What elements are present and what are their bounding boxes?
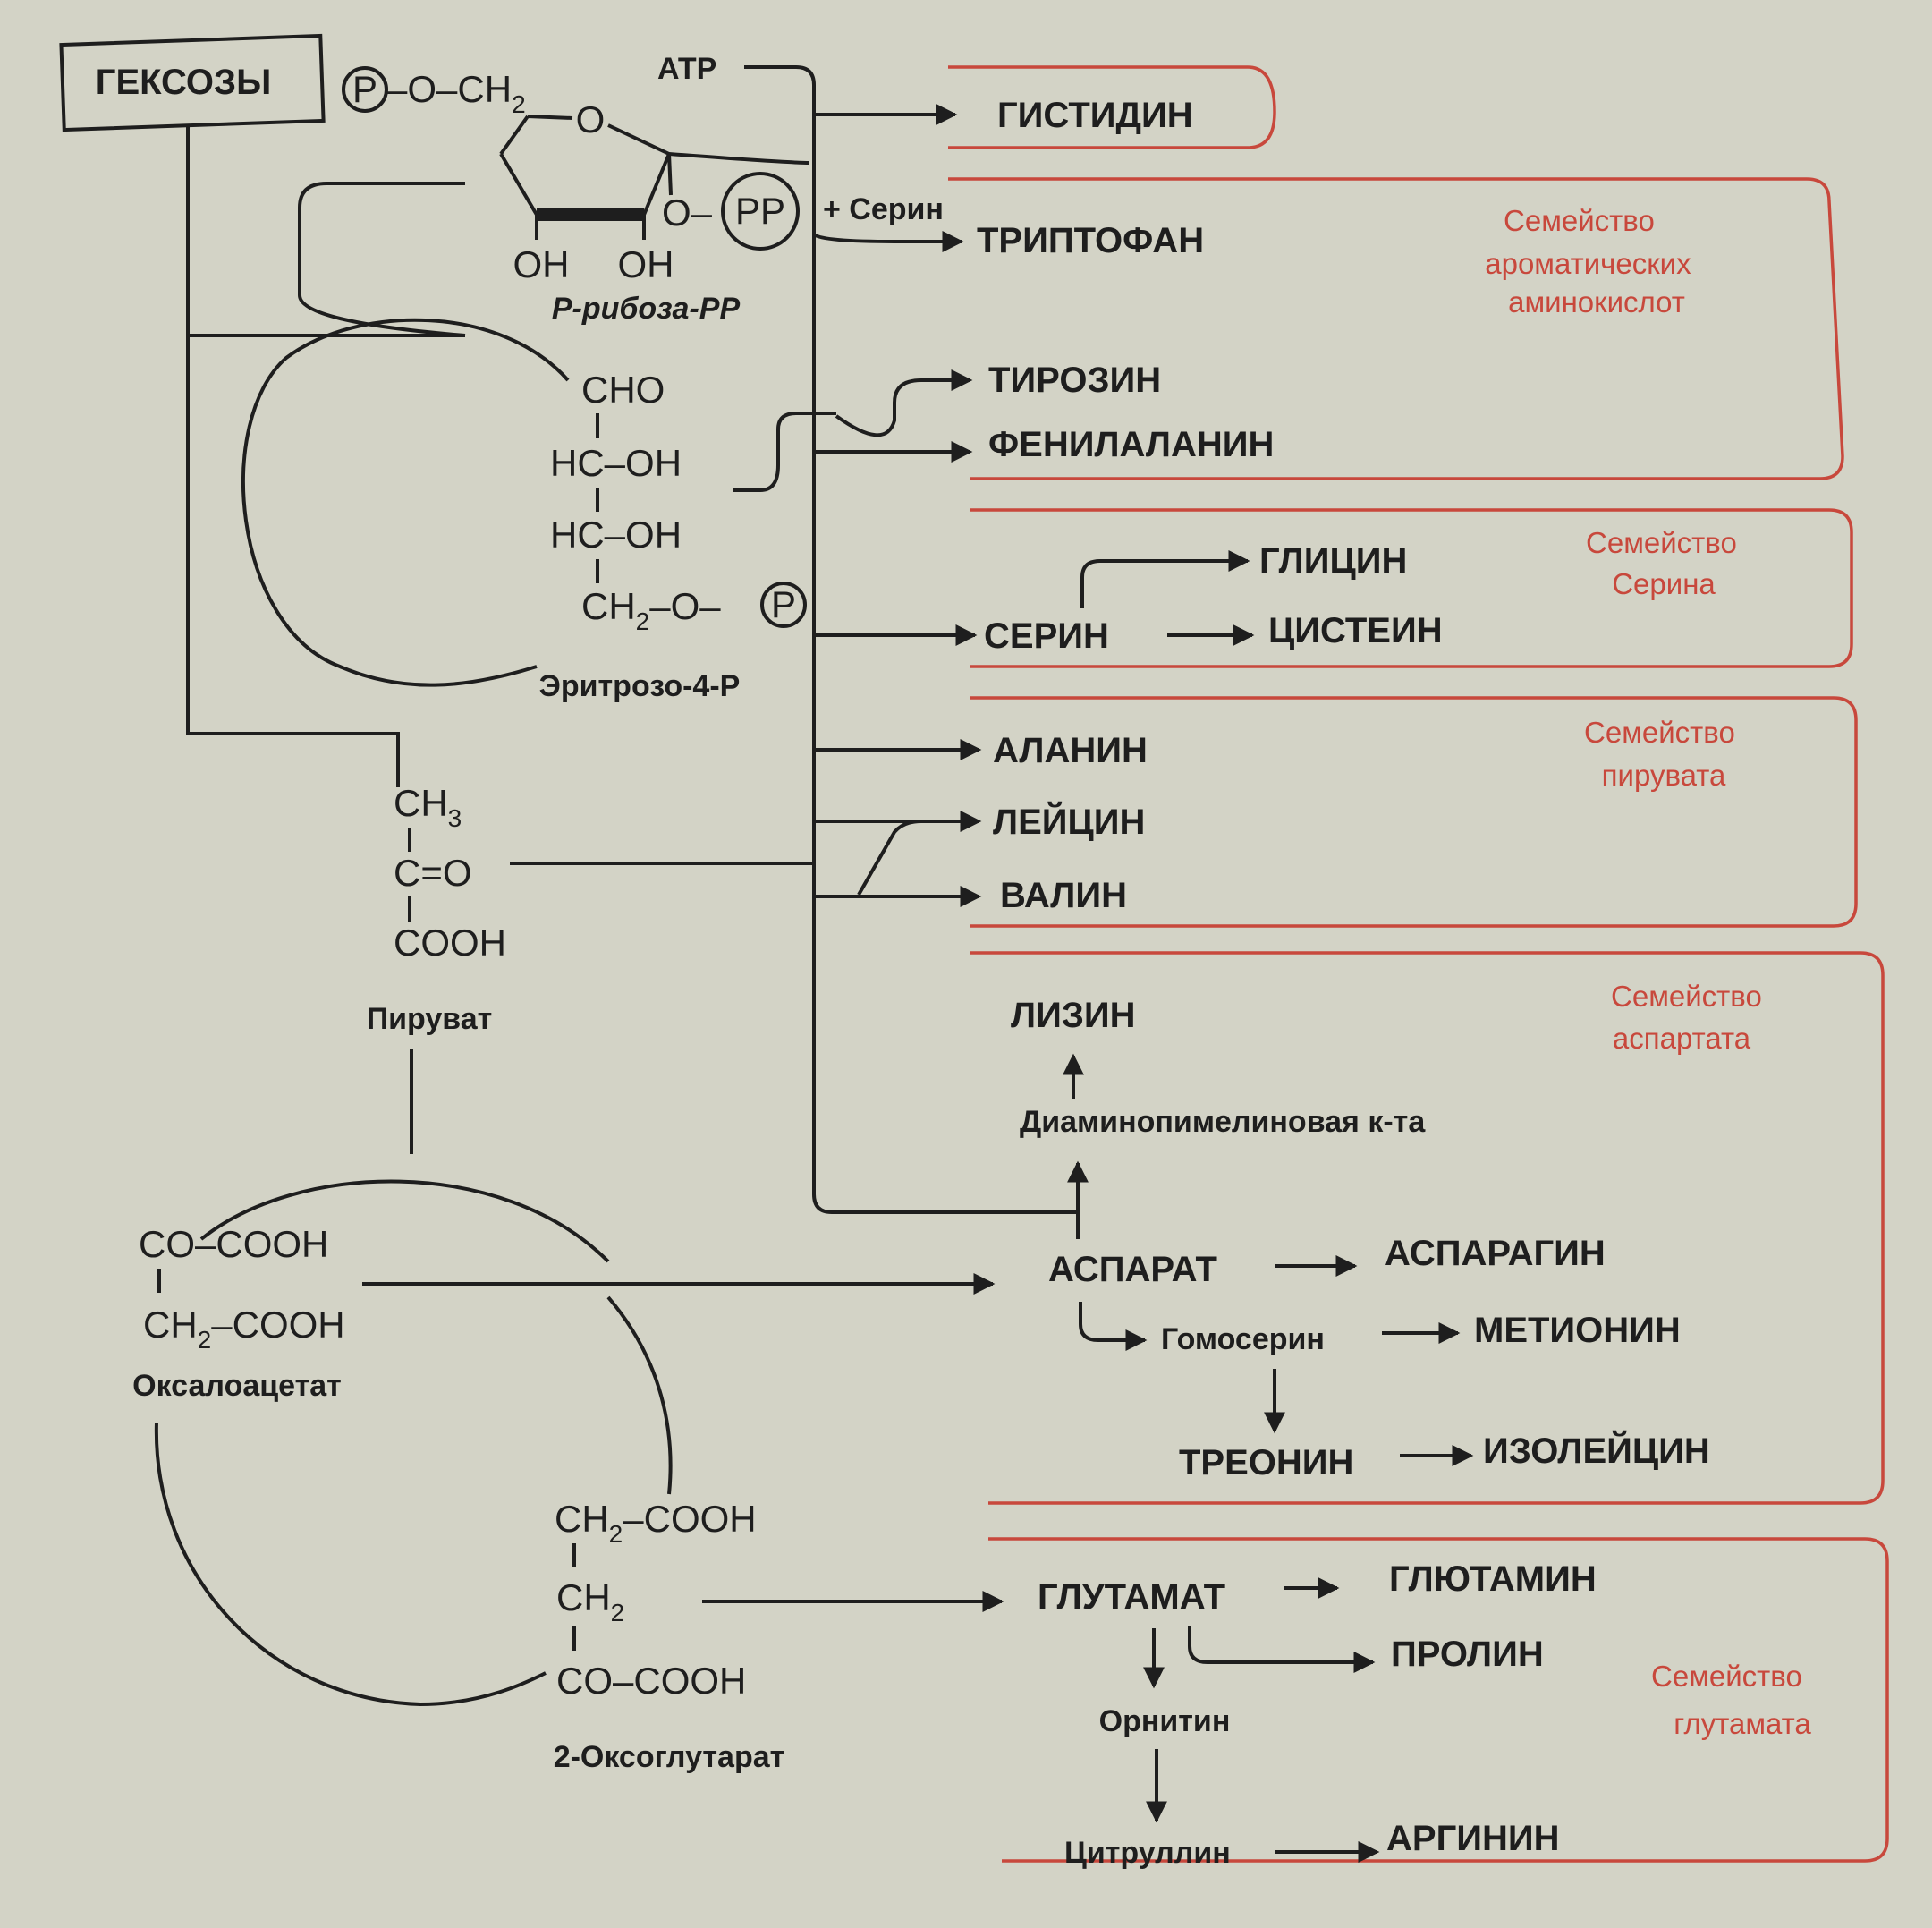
oxaloacetate-name: Оксалоацетат: [132, 1369, 342, 1403]
histidine-family-bracket: [948, 65, 1276, 149]
proline-label: ПРОЛИН: [1391, 1635, 1544, 1674]
histidine-label: ГИСТИДИН: [997, 96, 1193, 135]
erythrose-phosphate-circle: [760, 582, 807, 628]
pyruvate-family-label: Семейство пирувата: [1584, 716, 1743, 792]
erythrose-phosphate-p: P: [771, 583, 796, 625]
tca-arc-left: [154, 1422, 547, 1707]
serine-input-label: + Серин: [823, 192, 944, 226]
prpp-oh-bonds: [535, 153, 673, 240]
phenylalanine-label: ФЕНИЛАЛАНИН: [988, 425, 1274, 464]
prpp-o-pp: O–: [662, 191, 713, 234]
oxoglutarate-co-cooh: CO–COOH: [556, 1660, 746, 1702]
glutamine-label: ГЛЮТАМИН: [1389, 1559, 1597, 1599]
lysine-label: ЛИЗИН: [1011, 996, 1136, 1035]
aromatic-family-label: Семейство ароматических аминокислот: [1485, 204, 1699, 319]
tca-arc-right: [606, 1295, 673, 1495]
arrow-proline: [1188, 1626, 1376, 1673]
atp-label: АТР: [657, 52, 716, 86]
erythrose-hcoh-1: HC–OH: [550, 442, 682, 484]
aromatic-family-bracket: [948, 177, 1844, 480]
erythrose-to-trunk: [733, 412, 836, 492]
serine-family-bracket: [970, 508, 1853, 668]
pathway-arcs: [154, 318, 673, 1707]
leucine-label: ЛЕЙЦИН: [993, 801, 1145, 842]
oxaloacetate-ch2-cooh: CH2–COOH: [143, 1304, 345, 1354]
prpp-phosphate-p: P: [352, 68, 377, 110]
hexoses-node: ГЕКСОЗЫ: [59, 33, 326, 132]
pathway-arrows: [362, 104, 1474, 1863]
pyruvate-name: Пируват: [367, 1002, 493, 1036]
oxoglutarate-ch2: CH2: [556, 1576, 624, 1626]
serine-family-label: Семейство Серина: [1586, 526, 1745, 600]
prpp-pp: PP: [735, 190, 785, 232]
prpp-ring-bonds: [499, 115, 671, 217]
erythrose-ch2op: CH2–O–: [581, 585, 721, 635]
asparagine-label: АСПАРАГИН: [1385, 1234, 1606, 1273]
arrow-tryptophan: [812, 231, 964, 252]
prpp-ring-oxygen: O: [576, 98, 606, 140]
erythrose-name: Эритрозо-4-Р: [539, 669, 741, 703]
prpp-phosphate-circle: [342, 66, 388, 113]
oxoglutarate-ch2-cooh: CH2–COOH: [555, 1498, 757, 1548]
cysteine-label: ЦИСТЕИН: [1268, 611, 1443, 650]
dap-label: Диаминопимелиновая к-та: [1020, 1105, 1426, 1139]
aspartate-label: АСПАРАТ: [1048, 1250, 1217, 1289]
arginine-label: АРГИНИН: [1386, 1819, 1560, 1858]
aspartate-family-bracket: [970, 951, 1885, 1505]
tryptophan-label: ТРИПТОФАН: [977, 221, 1204, 260]
tyrosine-label: ТИРОЗИН: [988, 361, 1161, 400]
alanine-label: АЛАНИН: [993, 731, 1148, 770]
pentose-cycle-arc: [242, 318, 570, 687]
leucine-branch: [857, 820, 922, 896]
glycine-label: ГЛИЦИН: [1259, 541, 1407, 581]
citrulline-label: Цитруллин: [1064, 1836, 1231, 1870]
pyruvate-family-bracket: [970, 696, 1858, 928]
prpp-oh-right: OH: [618, 243, 674, 285]
hexoses-box: [59, 33, 326, 132]
glutamate-label: ГЛУТАМАТ: [1038, 1577, 1225, 1617]
erythrose-hcoh-2: HC–OH: [550, 514, 682, 556]
glutamate-family-bracket: [988, 1537, 1889, 1863]
oxoglutarate-name: 2-Оксоглутарат: [554, 1740, 785, 1774]
prpp-pp-circle: [721, 172, 800, 251]
oxoglutarate-structure: CH2–COOH CH2 CO–COOH 2-Оксоглутарат: [554, 1498, 785, 1774]
arrow-tyrosine: [835, 369, 973, 437]
homoserine-label: Гомосерин: [1161, 1322, 1325, 1356]
ornithine-label: Орнитин: [1099, 1704, 1231, 1738]
amino-acid-labels: ГИСТИДИН ТРИПТОФАН ТИРОЗИН ФЕНИЛАЛАНИН Г…: [977, 96, 1710, 1870]
pyruvate-cooh: COOH: [394, 922, 506, 964]
prpp-oh-left: OH: [513, 243, 570, 285]
erythrose-4-p-structure: CHO HC–OH HC–OH CH2–O– P Эритрозо-4-Р: [539, 369, 807, 703]
arrow-glycine: [1080, 550, 1250, 608]
threonine-label: ТРЕОНИН: [1179, 1443, 1353, 1482]
oxaloacetate-co-cooh: CO–COOH: [139, 1223, 328, 1265]
aspartate-family-label: Семейство аспартата: [1611, 980, 1770, 1055]
prpp-name: Р-рибоза-РР: [552, 292, 741, 326]
valine-label: ВАЛИН: [1000, 876, 1127, 915]
pyruvate-ch3: CH3: [394, 782, 462, 832]
glutamate-family-label: Семейство глутамата: [1651, 1660, 1811, 1740]
serine-label: СЕРИН: [984, 616, 1109, 656]
arrow-homoserine: [1079, 1302, 1148, 1351]
tca-arc-top: [199, 1179, 610, 1263]
trunk-lines: [186, 65, 1080, 1214]
family-brackets: [948, 65, 1889, 1863]
pyruvate-structure: CH3 C=O COOH Пируват: [367, 782, 506, 1036]
methionine-label: МЕТИОНИН: [1474, 1311, 1681, 1350]
pyruvate-co: C=O: [394, 852, 472, 894]
prpp-o-ch2: –O–CH2: [386, 68, 526, 118]
hexoses-label: ГЕКСОЗЫ: [96, 63, 271, 102]
prpp-structure: P –O–CH2 O OH OH O– PP Р-рибоза-РР: [342, 66, 800, 326]
erythrose-cho: CHO: [581, 369, 665, 411]
isoleucine-label: ИЗОЛЕЙЦИН: [1483, 1430, 1710, 1471]
oxaloacetate-structure: CO–COOH CH2–COOH Оксалоацетат: [132, 1223, 344, 1403]
